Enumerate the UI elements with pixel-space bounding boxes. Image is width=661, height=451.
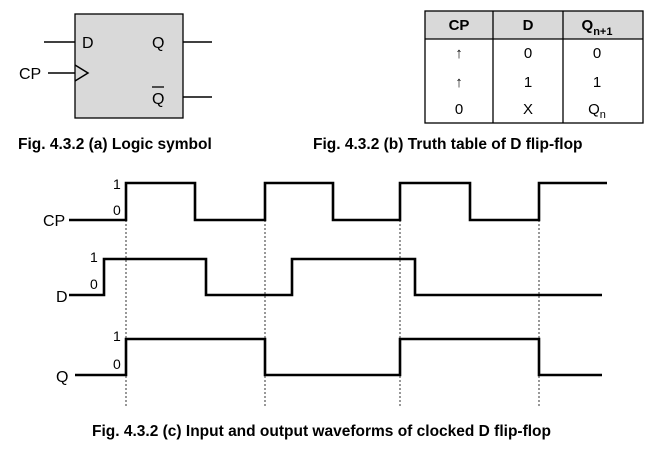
q-bar-pin-label: Q xyxy=(152,91,164,108)
table-cell: 1 xyxy=(524,74,532,91)
caption-logic-symbol: Fig. 4.3.2 (a) Logic symbol xyxy=(18,136,212,153)
signal-high-label: 1 xyxy=(90,249,98,265)
signal-low-label: 0 xyxy=(113,202,121,218)
table-header-qn1: Qn+1 xyxy=(582,17,613,38)
signal-high-label: 1 xyxy=(113,328,121,344)
timing-diagram: CP 1 0 D 1 0 Q 1 0 xyxy=(43,176,607,408)
truth-table: CP D Qn+1 ↑ 0 0 ↑ 1 1 0 X Qn xyxy=(424,10,644,124)
table-cell: 0 xyxy=(593,45,601,62)
cp-pin-label: CP xyxy=(19,66,41,83)
table-cell: ↑ xyxy=(455,45,463,62)
signal-low-label: 0 xyxy=(113,356,121,372)
d-pin-label: D xyxy=(82,35,94,52)
table-cell: Qn xyxy=(588,101,606,121)
signal-name-cp: CP xyxy=(43,213,65,230)
table-header-bg xyxy=(425,11,643,39)
signal-low-label: 0 xyxy=(90,276,98,292)
waveform-cp xyxy=(69,181,607,222)
table-header-d: D xyxy=(523,17,534,34)
signal-name-q: Q xyxy=(56,369,68,386)
signal-name-d: D xyxy=(56,289,68,306)
table-header-cp: CP xyxy=(449,17,470,34)
table-cell: 0 xyxy=(455,101,463,118)
caption-waveforms: Fig. 4.3.2 (c) Input and output waveform… xyxy=(92,423,551,440)
table-cell: ↑ xyxy=(455,74,463,91)
caption-truth-table: Fig. 4.3.2 (b) Truth table of D flip-flo… xyxy=(313,136,583,153)
q-pin-label: Q xyxy=(152,35,164,52)
logic-symbol: D CP Q Q xyxy=(19,13,212,119)
clock-triangle-icon xyxy=(74,64,90,82)
signal-high-label: 1 xyxy=(113,176,121,192)
table-border xyxy=(424,10,644,124)
waveform-d xyxy=(69,257,602,297)
table-cell: X xyxy=(523,101,533,118)
waveform-q xyxy=(75,337,602,377)
flip-flop-box xyxy=(74,13,184,119)
table-cell: 0 xyxy=(524,45,532,62)
table-cell: 1 xyxy=(593,74,601,91)
